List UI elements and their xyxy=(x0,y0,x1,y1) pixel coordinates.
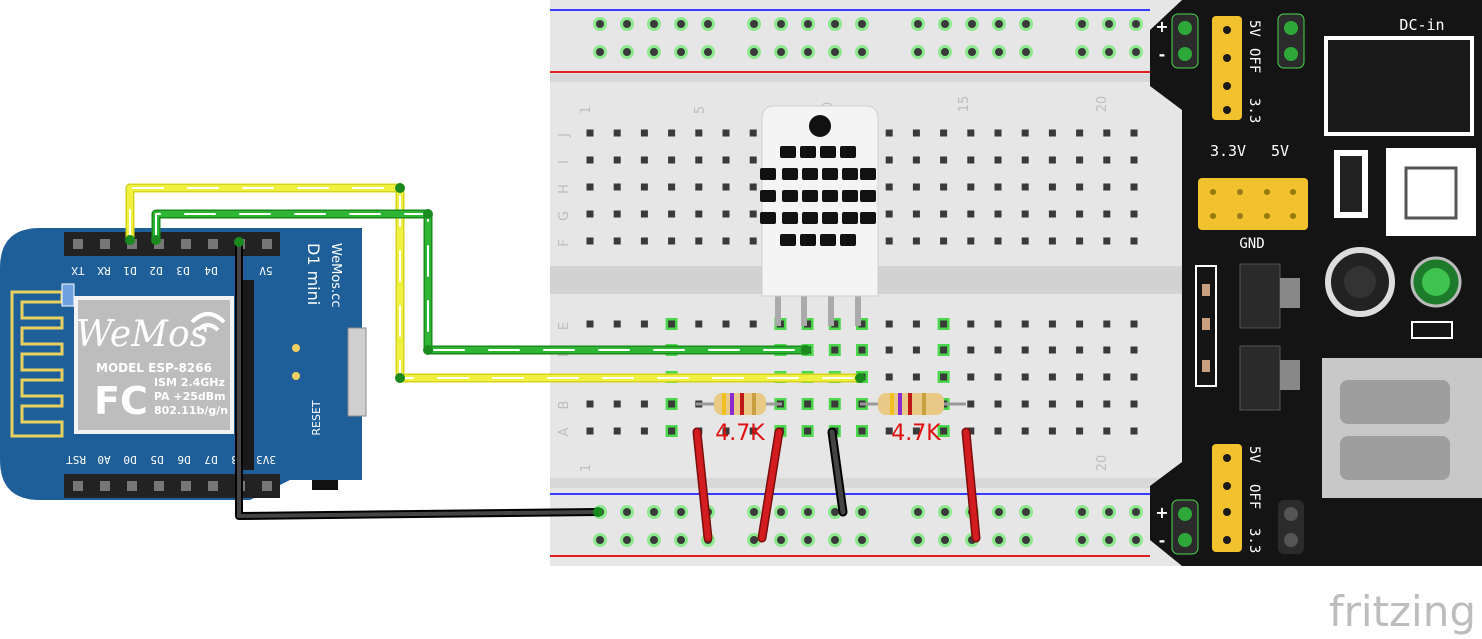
jumper-33-top: 3.3 xyxy=(1246,98,1262,123)
jumper-33-bottom: 3.3 xyxy=(1246,528,1262,553)
resistor-2: 4.7K xyxy=(860,393,966,446)
reset-label: RESET xyxy=(310,400,323,436)
model-line: MODEL ESP-8266 xyxy=(96,361,212,375)
col-number-1-bottom: 1 xyxy=(579,464,594,472)
gnd-label: GND xyxy=(1239,236,1264,252)
spec-wifi: 802.11b/g/n xyxy=(154,404,228,417)
pin-label-d2: D2 xyxy=(149,264,162,277)
board-name: D1 mini xyxy=(304,243,323,305)
spec-pa: PA +25dBm xyxy=(154,390,226,403)
wemos-d1-mini: TX RX D1 D2 D3 D4 G 5V RST A0 D0 D5 D6 D… xyxy=(0,228,367,500)
dht22-sensor xyxy=(760,105,879,326)
push-button[interactable] xyxy=(1386,148,1476,236)
jumper-bottom[interactable] xyxy=(1212,444,1242,552)
jumper-5v-bottom: 5V xyxy=(1246,446,1262,463)
col-number-1-top: 1 xyxy=(579,106,594,114)
plus-bottom: + xyxy=(1155,503,1168,522)
pin-label-tx: TX xyxy=(71,264,85,277)
resistor-1-label: 4.7K xyxy=(715,421,765,446)
pin-label-3v3: 3V3 xyxy=(256,453,276,466)
col-number-20-bottom: 20 xyxy=(1095,455,1110,472)
jumper-off-top: OFF xyxy=(1246,48,1262,73)
pin-label-d4: D4 xyxy=(204,264,218,277)
led-chip xyxy=(61,283,75,307)
wire-red-1 xyxy=(692,427,713,543)
fc-mark: FC xyxy=(94,379,148,423)
dc-in-label: DC-in xyxy=(1399,16,1444,34)
pin-label-d6: D6 xyxy=(177,453,190,466)
pin-label-a0: A0 xyxy=(97,453,110,466)
wemos-logo: WeMos xyxy=(76,314,208,355)
breadboard: 1 5 10 15 20 1 20 J I H G F E D C B A xyxy=(550,0,1250,566)
header-5v-label: 5V xyxy=(1271,142,1289,160)
power-module: DC-in 5V OFF 3.3 + - 3.3V 5V GND xyxy=(1150,0,1482,566)
pin-label-d1: D1 xyxy=(123,264,136,277)
pin-label-d3: D3 xyxy=(176,264,189,277)
mounting-hole xyxy=(809,115,831,137)
board-site: WeMos.cc xyxy=(328,243,343,307)
wire-red-2 xyxy=(757,427,784,543)
rail-pins-bottom xyxy=(1171,499,1304,555)
row-letter-e: E xyxy=(557,322,572,330)
row-letter-i: I xyxy=(557,160,572,164)
header-block xyxy=(1198,178,1308,230)
pin-label-d7: D7 xyxy=(204,453,217,466)
col-number-15-top: 15 xyxy=(957,96,972,113)
col-number-20-top: 20 xyxy=(1095,96,1110,113)
row-letter-f: F xyxy=(557,239,572,246)
resistor-2-label: 4.7K xyxy=(891,421,941,446)
plus-top: + xyxy=(1155,17,1168,36)
row-letter-b: B xyxy=(557,401,572,410)
dc-jack-body xyxy=(1328,40,1470,132)
jumper-off-bottom: OFF xyxy=(1246,484,1262,509)
wire-black-gnd xyxy=(235,238,602,520)
minus-bottom: - xyxy=(1159,531,1166,550)
spec-ism: ISM 2.4GHz xyxy=(154,376,225,389)
header-33v-label: 3.3V xyxy=(1210,142,1246,160)
pin-label-rst: RST xyxy=(66,453,86,466)
pin-label-rx: RX xyxy=(97,264,111,277)
wire-black-2 xyxy=(827,427,848,517)
jumper-top[interactable] xyxy=(1212,16,1242,120)
row-letter-g: G xyxy=(557,211,572,221)
wire-endpoints xyxy=(125,183,865,517)
usb-connector xyxy=(347,327,367,417)
side-pads xyxy=(292,344,300,380)
row-letter-j: J xyxy=(557,133,572,138)
col-number-5-top: 5 xyxy=(693,106,708,114)
minus-top: - xyxy=(1159,45,1166,64)
jumper-5v-top: 5V xyxy=(1246,20,1262,37)
row-letter-a: A xyxy=(557,427,572,436)
wifi-antenna xyxy=(10,290,64,438)
rail-pins-top xyxy=(1171,13,1305,69)
esp-shield-face xyxy=(78,300,230,430)
voltage-regulators xyxy=(1195,263,1300,411)
pin-label-d0: D0 xyxy=(123,453,136,466)
pin-label-5v: 5V xyxy=(259,264,273,277)
pin-label-d5: D5 xyxy=(150,453,163,466)
wifi-logo-icon xyxy=(190,312,226,332)
fritzing-watermark: fritzing xyxy=(1329,587,1476,636)
reset-button[interactable] xyxy=(312,480,338,490)
row-letter-h: H xyxy=(557,184,572,194)
diode-icon xyxy=(1411,321,1453,339)
resistor-1: 4.7K xyxy=(696,393,782,446)
wires xyxy=(125,183,981,543)
wire-red-3 xyxy=(961,427,981,543)
